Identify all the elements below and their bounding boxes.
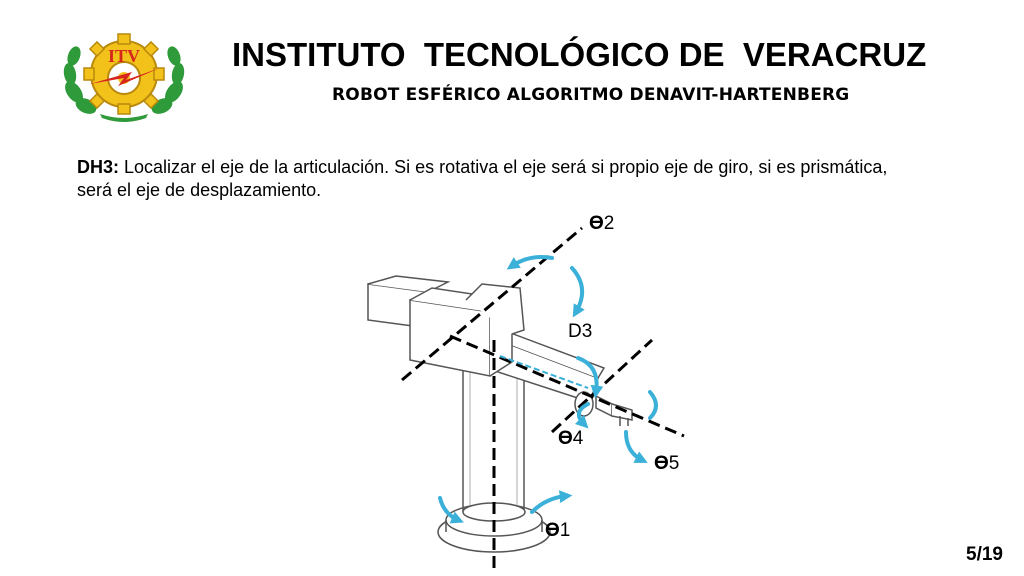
theta5-arrow (624, 430, 648, 463)
theta4-axis (550, 338, 654, 434)
laurel-wreath-icon (63, 46, 185, 122)
presentation-subtitle: ROBOT ESFÉRICO ALGORITMO DENAVIT-HARTENB… (332, 85, 850, 105)
theta4-arrow (574, 402, 590, 429)
step-text: Localizar el eje de la articulación. Si … (77, 157, 888, 200)
theta1-arrow-right (530, 490, 573, 514)
shoulder-block (367, 275, 525, 377)
itv-logo: ITV (63, 33, 185, 122)
prismatic-arm (497, 331, 606, 403)
theta2-arrow-lower (570, 266, 585, 318)
theta1-label: ϴ1 (545, 520, 570, 541)
rotation-arrows (438, 255, 658, 524)
d3-label: D3 (568, 321, 592, 342)
theta1-arrow-left (438, 496, 464, 524)
theta2-arrow (506, 255, 554, 270)
institution-title: INSTITUTO TECNOLÓGICO DE VERACRUZ (232, 36, 927, 73)
step-description: DH3: Localizar el eje de la articulación… (77, 156, 917, 202)
joint-axes (401, 226, 685, 570)
theta2-label: ϴ2 (589, 213, 614, 234)
page-number: 5/19 (966, 544, 1003, 565)
logo-text: ITV (108, 46, 140, 66)
d3-displacement-line (499, 355, 589, 389)
step-label: DH3: (77, 157, 120, 177)
d3-axis (449, 334, 685, 438)
theta5-label: ϴ5 (654, 453, 679, 474)
theta2-axis (401, 226, 583, 382)
d3-arrow (576, 356, 604, 399)
lightning-bolt-icon (90, 68, 160, 86)
gear-icon (83, 33, 165, 115)
theta5-arrow-upper (648, 390, 658, 420)
theta4-label: ϴ4 (558, 428, 584, 449)
